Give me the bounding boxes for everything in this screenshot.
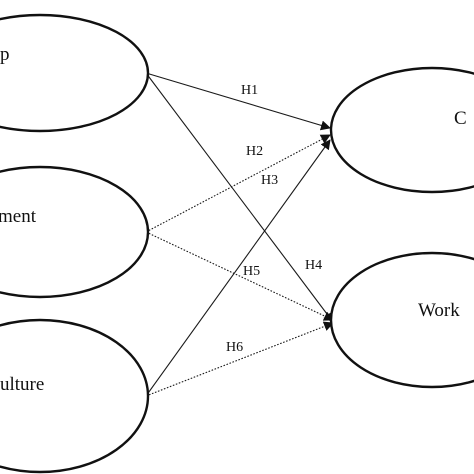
node-right-top-ellipse <box>329 66 474 194</box>
node-left-middle-label: ment <box>0 206 37 227</box>
node-left-middle: ment <box>0 165 150 299</box>
node-left-bottom-ellipse <box>0 318 150 474</box>
node-left-top: p <box>0 13 150 133</box>
node-right-bottom: Work <box>329 251 474 389</box>
edge-label-h4: H4 <box>305 258 322 273</box>
edge-h4 <box>145 72 334 323</box>
edge-h5 <box>145 231 334 321</box>
edge-labels-group: H1 H2 H3 H4 H5 H6 <box>226 83 322 355</box>
edge-h6 <box>145 321 334 397</box>
edge-label-h5: H5 <box>243 264 260 279</box>
node-left-top-label: p <box>0 44 10 65</box>
node-right-top: C <box>329 66 474 194</box>
node-left-middle-ellipse <box>0 165 150 299</box>
node-left-bottom: ulture <box>0 318 150 474</box>
node-right-bottom-ellipse <box>329 251 474 389</box>
edge-h1 <box>145 72 331 131</box>
edge-label-h3: H3 <box>261 173 278 188</box>
node-left-top-ellipse <box>0 13 150 133</box>
edges-group <box>145 72 334 397</box>
edge-h3 <box>145 139 331 397</box>
edge-label-h2: H2 <box>246 144 263 159</box>
node-right-bottom-label: Work <box>418 300 460 321</box>
edge-h2 <box>145 134 331 233</box>
edge-label-h6: H6 <box>226 340 243 355</box>
edge-label-h1: H1 <box>241 83 258 98</box>
node-right-top-label: C <box>454 108 467 129</box>
node-left-bottom-label: ulture <box>0 374 44 395</box>
